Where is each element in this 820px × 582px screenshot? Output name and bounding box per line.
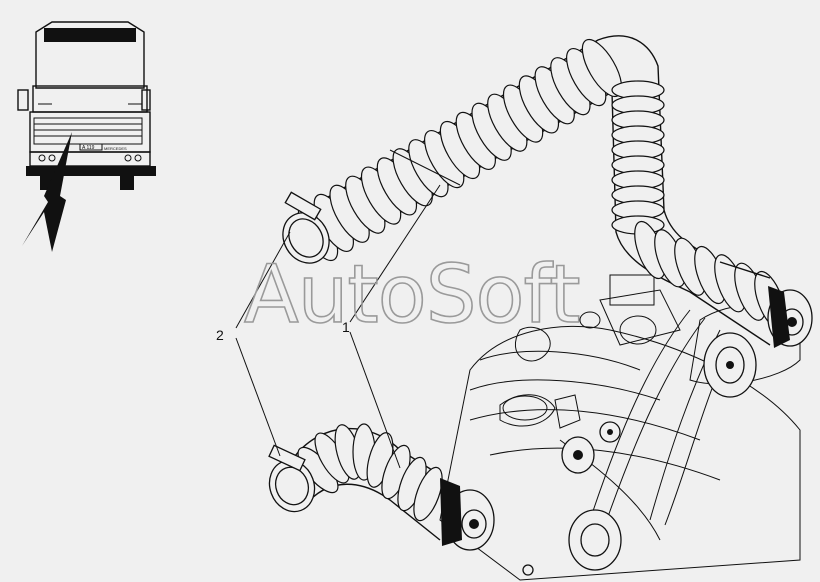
lower-hose-engine-connector xyxy=(440,478,495,551)
lower-air-hose xyxy=(268,423,495,551)
brand-text: MERCEDES xyxy=(104,146,127,151)
hose-corrugations-lower xyxy=(297,423,443,522)
callout-label-2: 2 xyxy=(216,327,224,343)
lower-hose-clamp xyxy=(268,444,316,513)
view-direction-arrow xyxy=(22,132,72,252)
callout-label-1: 1 xyxy=(342,319,350,335)
windshield-shade xyxy=(44,28,136,42)
upper-hose-engine-connector xyxy=(689,261,813,348)
pulley-mid xyxy=(561,436,595,474)
upper-hose-clamp xyxy=(282,191,330,264)
hose-corrugations-elbow xyxy=(634,220,786,330)
pulley-large xyxy=(703,332,757,398)
watermark-text: AutoSoft xyxy=(244,248,580,341)
hose-corrugations-vertical xyxy=(611,80,665,235)
callout-leaders xyxy=(235,149,461,469)
truck-front-icon: A 119 MERCEDES xyxy=(17,21,156,252)
engine-assembly xyxy=(439,274,801,581)
upper-air-hose xyxy=(282,35,813,348)
grille-lines xyxy=(34,123,142,137)
hose-corrugations-upper xyxy=(297,38,623,262)
hose-ring xyxy=(413,466,443,522)
plate-text: A 119 xyxy=(82,145,95,151)
pulley-lower xyxy=(568,509,622,571)
pulley-small xyxy=(599,421,621,443)
